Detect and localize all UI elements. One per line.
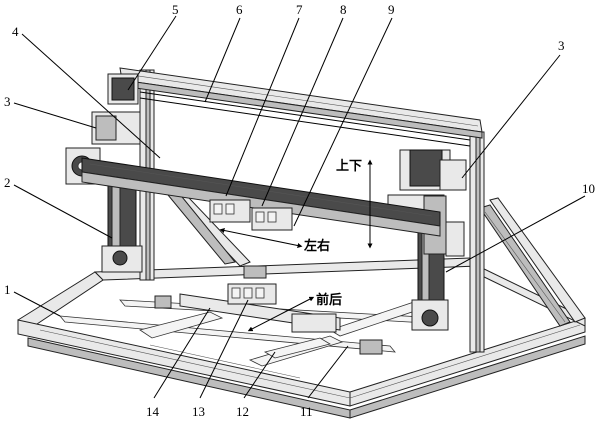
callout-6: 6 bbox=[236, 2, 243, 17]
callout-5: 5 bbox=[172, 2, 179, 17]
callout-11: 11 bbox=[300, 404, 313, 419]
base-frame bbox=[17, 257, 586, 419]
callout-13: 13 bbox=[192, 404, 205, 419]
top-rear-beam bbox=[119, 67, 483, 147]
longitudinal-arrow bbox=[247, 296, 315, 332]
callout-3-right: 3 bbox=[558, 38, 565, 53]
lateral-arrow bbox=[219, 228, 303, 248]
callout-12: 12 bbox=[236, 404, 249, 419]
callout-1: 1 bbox=[4, 282, 11, 297]
lateral-direction-label: 左右 bbox=[304, 238, 330, 254]
callout-2: 2 bbox=[4, 175, 11, 190]
front-cross-beam bbox=[81, 157, 441, 237]
vertical-direction-label: 上下 bbox=[336, 159, 362, 174]
callout-7: 7 bbox=[296, 2, 303, 17]
longitudinal-direction-label: 前后 bbox=[316, 292, 342, 308]
right-carriage bbox=[387, 149, 467, 257]
callout-labels: 1 2 3 4 5 6 7 8 9 3 10 11 12 13 14 bbox=[4, 2, 595, 419]
callout-8: 8 bbox=[340, 2, 347, 17]
right-diagonal-support bbox=[479, 197, 586, 327]
callout-10: 10 bbox=[582, 181, 595, 196]
direction-arrows: 上下 左右 前后 bbox=[219, 159, 373, 332]
leader-lines bbox=[13, 15, 586, 399]
callout-4: 4 bbox=[12, 24, 19, 39]
callout-9: 9 bbox=[388, 2, 395, 17]
left-front-upright bbox=[101, 179, 143, 273]
callout-14: 14 bbox=[146, 404, 160, 419]
callout-3-left: 3 bbox=[4, 94, 11, 109]
